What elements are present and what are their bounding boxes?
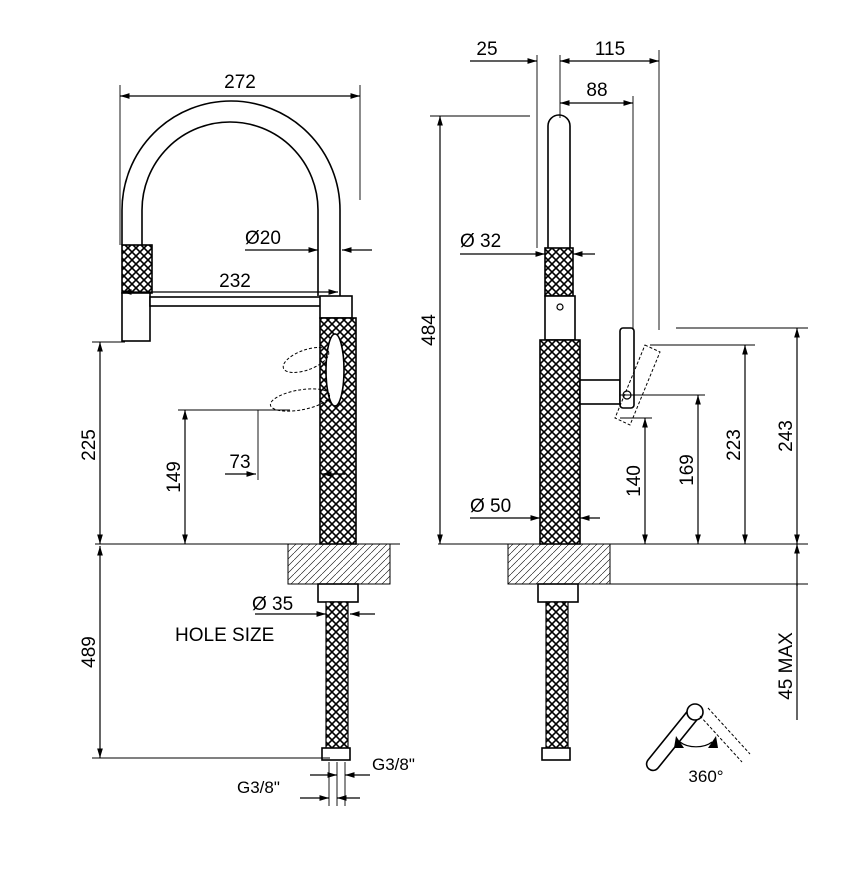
front-view: 272 Ø20 232 225 149 73 Ø 35 HOLE SIZE 48… <box>79 72 415 806</box>
dim-232: 232 <box>219 271 251 292</box>
front-countertop <box>287 543 391 585</box>
connection-left: G3/8" <box>237 778 280 797</box>
dim-diameter-32: Ø 32 <box>460 231 501 252</box>
front-spray-head <box>121 244 153 294</box>
dim-diameter-50: Ø 50 <box>470 496 511 517</box>
dim-272: 272 <box>224 72 256 93</box>
dim-73: 73 <box>229 452 250 473</box>
side-lever <box>579 327 661 426</box>
dim-diameter-35: Ø 35 <box>252 594 293 615</box>
front-spray-outlet <box>121 292 151 342</box>
hole-size-label: HOLE SIZE <box>175 625 274 646</box>
side-body <box>539 339 581 545</box>
dim-484: 484 <box>419 314 440 346</box>
dim-489: 489 <box>79 636 100 668</box>
front-hose <box>325 601 349 751</box>
front-base-nut <box>317 583 359 603</box>
dim-225: 225 <box>79 429 100 461</box>
dim-149: 149 <box>164 461 185 493</box>
dim-88: 88 <box>586 80 607 101</box>
side-view: 25 115 88 484 Ø 32 Ø 50 140 169 223 <box>419 39 808 761</box>
rotation-icon: 360° <box>645 703 751 786</box>
side-collar <box>544 295 576 341</box>
side-hose-end <box>541 747 571 761</box>
dim-25: 25 <box>476 39 497 60</box>
side-hose <box>545 601 569 751</box>
side-spray-head <box>544 247 574 297</box>
side-collar-button <box>556 303 564 311</box>
dim-45-max: 45 MAX <box>776 632 797 700</box>
dim-140: 140 <box>624 465 645 497</box>
dim-169: 169 <box>677 454 698 486</box>
dim-223: 223 <box>724 429 745 461</box>
dim-diameter-20: Ø20 <box>245 228 281 249</box>
front-spout-arc <box>121 100 341 296</box>
front-collar <box>319 295 353 319</box>
front-lever <box>269 333 345 412</box>
dim-115: 115 <box>595 39 625 60</box>
front-hose-end <box>321 747 351 761</box>
rotation-label: 360° <box>688 767 723 786</box>
side-countertop <box>507 543 611 585</box>
connection-right: G3/8" <box>372 755 415 774</box>
front-spout-arc-inner <box>141 121 319 296</box>
dim-243: 243 <box>776 420 797 452</box>
side-base-nut <box>537 583 579 603</box>
side-spout-tube <box>547 114 571 248</box>
front-spout-arm <box>149 296 323 307</box>
